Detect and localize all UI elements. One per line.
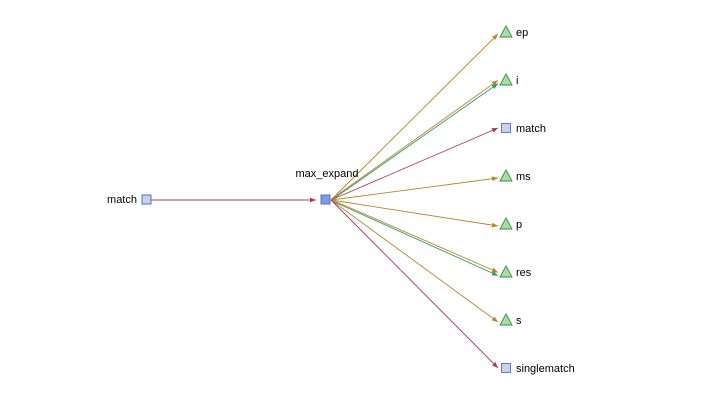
variable-node-icon <box>499 169 513 182</box>
node-label-singlematch: singlematch <box>516 363 575 375</box>
node-match[interactable]: match <box>501 123 546 135</box>
node-p[interactable]: p <box>499 217 522 231</box>
variable-node-icon <box>499 25 513 38</box>
node-singlematch[interactable]: singlematch <box>501 363 575 375</box>
node-label-ep: ep <box>516 27 528 39</box>
variable-node-icon <box>499 217 513 230</box>
node-label-res: res <box>516 267 532 279</box>
function-node-icon <box>141 194 152 205</box>
node-ms[interactable]: ms <box>499 169 531 183</box>
node-center-max-expand[interactable]: max_expand <box>296 168 359 205</box>
variable-node-icon <box>499 313 513 326</box>
node-label-ms: ms <box>516 171 531 183</box>
function-node-icon <box>320 194 331 205</box>
edges-layer <box>151 33 499 369</box>
edge-max-expand-to-i-green <box>330 83 499 201</box>
edge-max-expand-to-ms-orange <box>330 176 499 201</box>
node-label-max-expand: max_expand <box>296 168 359 180</box>
edge-max-expand-to-res-orange <box>330 199 499 273</box>
node-label-p: p <box>516 219 522 231</box>
node-label-s: s <box>516 315 522 327</box>
node-label-match: match <box>516 123 546 135</box>
nodes-layer: match max_expand ep i match ms p res s singlema… <box>107 25 575 375</box>
edge-max-expand-to-res-green <box>330 200 499 277</box>
node-s[interactable]: s <box>499 313 522 327</box>
node-source-match[interactable]: match <box>107 194 152 206</box>
function-node-icon <box>501 123 511 133</box>
variable-node-icon <box>499 265 513 278</box>
edge-max-expand-to-ep-orange <box>330 33 499 201</box>
node-i[interactable]: i <box>499 73 518 87</box>
edge-match-to-max-expand <box>151 197 316 203</box>
node-res[interactable]: res <box>499 265 532 279</box>
edge-max-expand-to-p-orange <box>330 199 499 228</box>
edge-max-expand-to-s-orange <box>330 199 499 323</box>
variable-node-icon <box>499 73 513 86</box>
node-label-i: i <box>516 75 518 87</box>
function-node-icon <box>501 363 511 373</box>
node-label-source-match: match <box>107 194 137 206</box>
edge-max-expand-to-match-calls <box>330 127 499 201</box>
edge-max-expand-to-i-orange <box>330 80 499 200</box>
edge-max-expand-to-singlematch-calls <box>330 199 499 369</box>
node-ep[interactable]: ep <box>499 25 528 39</box>
